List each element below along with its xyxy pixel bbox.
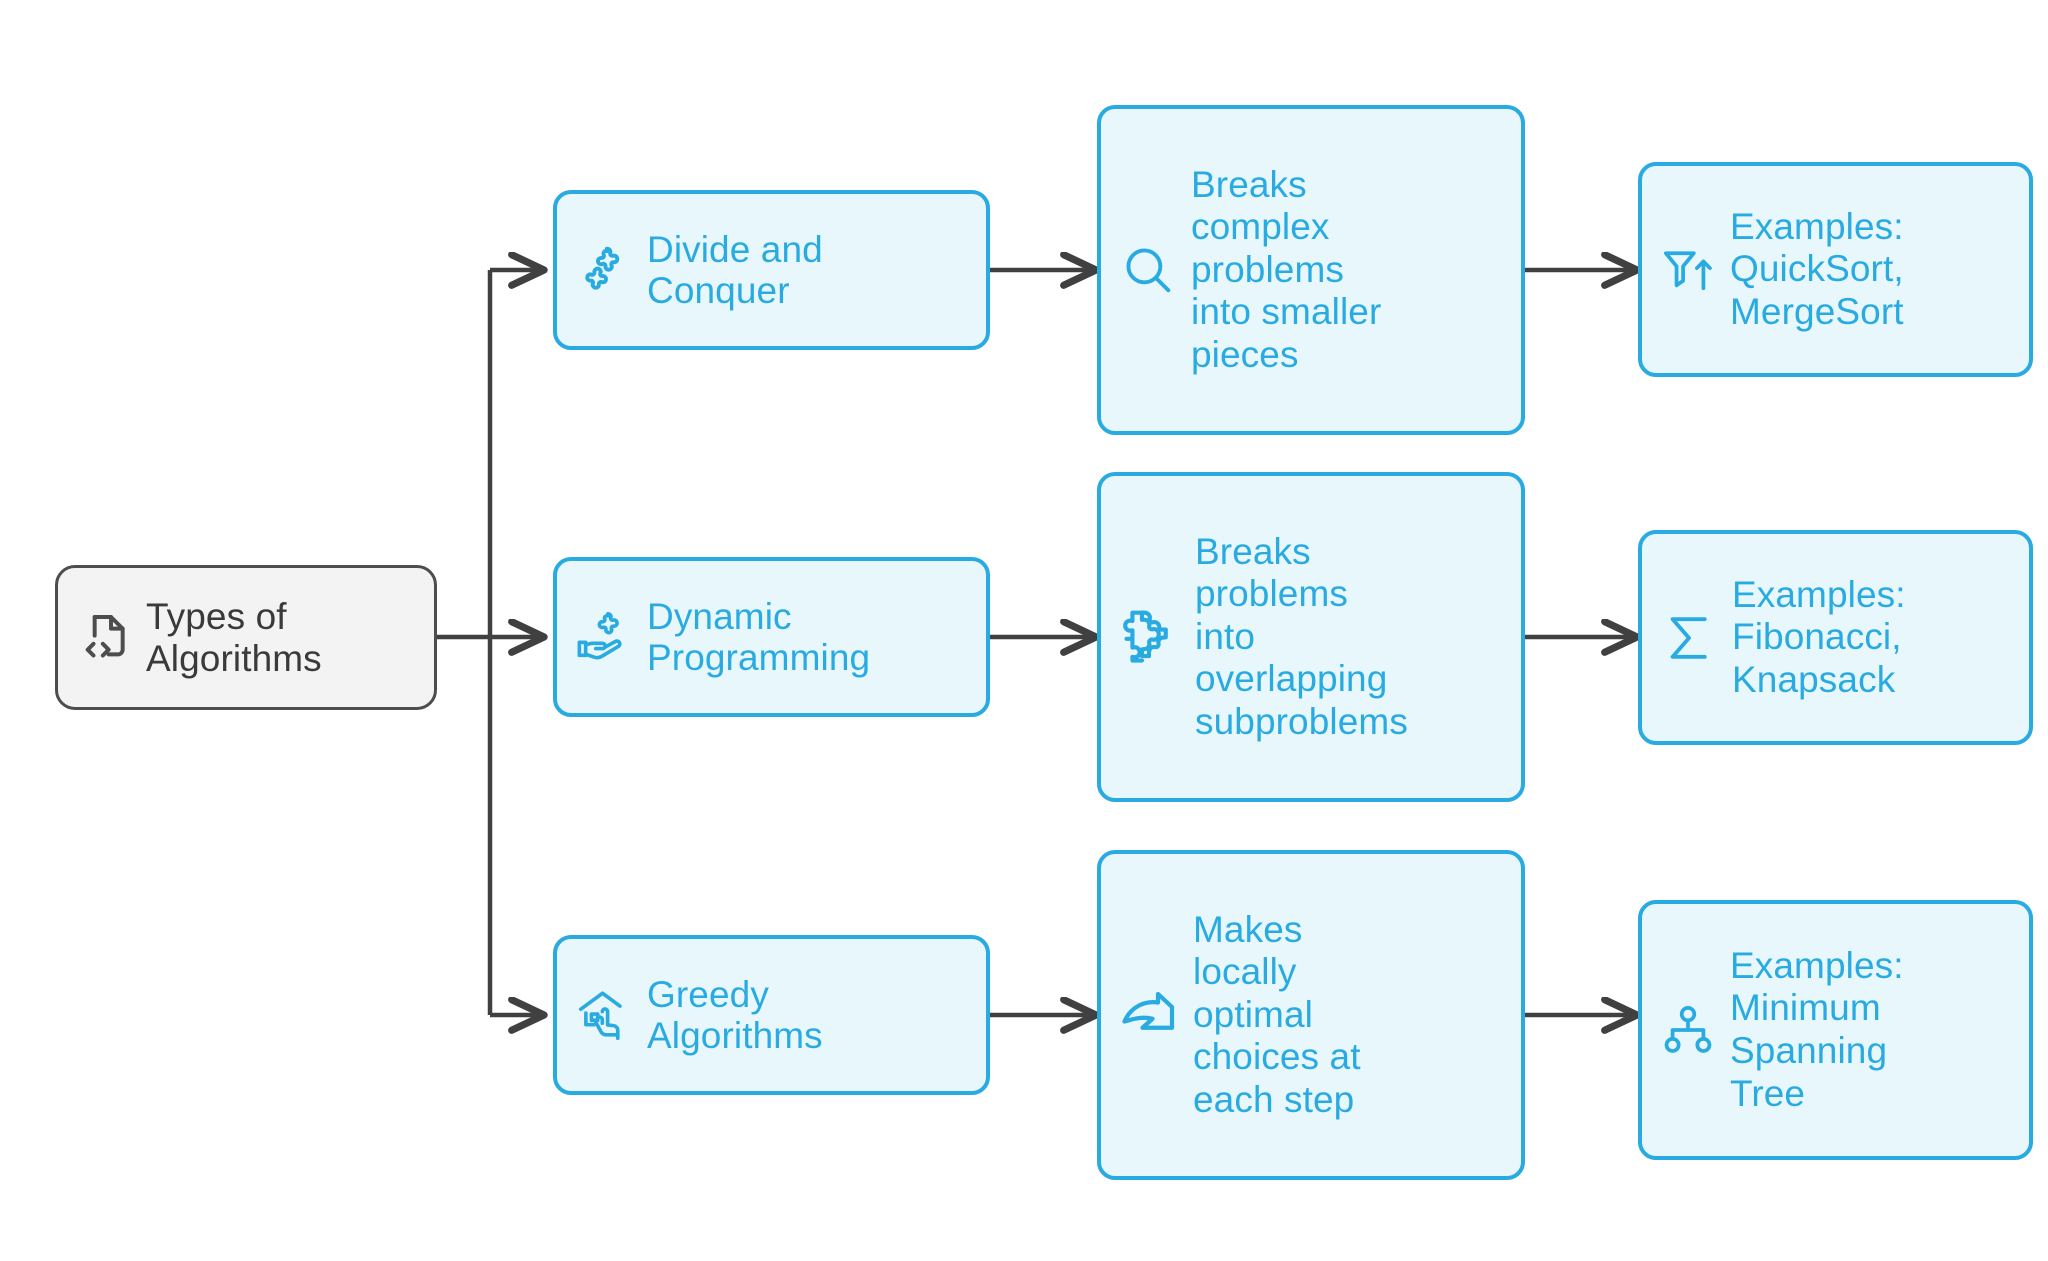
node-description-label: Breaks problems into overlapping subprob… [1195, 530, 1408, 742]
hand-holding-puzzle-icon [575, 608, 633, 666]
node-root-label: Types of Algorithms [146, 596, 322, 679]
house-hand-pointer-icon [575, 986, 633, 1044]
sigma-sum-icon [1660, 609, 1718, 667]
curved-arrow-icon [1119, 985, 1179, 1045]
node-examples-greedy-algorithms[interactable]: Examples: Minimum Spanning Tree [1638, 900, 2033, 1160]
puzzle-piece-icon [1119, 606, 1181, 668]
node-examples-dynamic-programming[interactable]: Examples: Fibonacci, Knapsack [1638, 530, 2033, 745]
node-category-label: Greedy Algorithms [647, 973, 823, 1056]
node-description-dynamic-programming[interactable]: Breaks problems into overlapping subprob… [1097, 472, 1525, 802]
node-description-label: Makes locally optimal choices at each st… [1193, 908, 1361, 1120]
puzzle-pieces-icon [575, 241, 633, 299]
node-category-greedy-algorithms[interactable]: Greedy Algorithms [553, 935, 990, 1095]
node-description-greedy-algorithms[interactable]: Makes locally optimal choices at each st… [1097, 850, 1525, 1180]
node-category-label: Divide and Conquer [647, 228, 823, 311]
node-description-divide-and-conquer[interactable]: Breaks complex problems into smaller pie… [1097, 105, 1525, 435]
node-description-label: Breaks complex problems into smaller pie… [1191, 163, 1382, 375]
node-examples-label: Examples: Fibonacci, Knapsack [1732, 573, 1906, 700]
node-examples-divide-and-conquer[interactable]: Examples: QuickSort, MergeSort [1638, 162, 2033, 377]
node-category-label: Dynamic Programming [647, 595, 871, 678]
hierarchy-tree-icon [1660, 1002, 1716, 1058]
funnel-sort-ascending-icon [1660, 242, 1716, 298]
file-code-icon [76, 610, 132, 666]
node-category-divide-and-conquer[interactable]: Divide and Conquer [553, 190, 990, 350]
node-category-dynamic-programming[interactable]: Dynamic Programming [553, 557, 990, 717]
magnifier-icon [1119, 241, 1177, 299]
node-examples-label: Examples: Minimum Spanning Tree [1730, 944, 1904, 1114]
node-examples-label: Examples: QuickSort, MergeSort [1730, 205, 1904, 332]
node-root-types-of-algorithms[interactable]: Types of Algorithms [55, 565, 437, 710]
